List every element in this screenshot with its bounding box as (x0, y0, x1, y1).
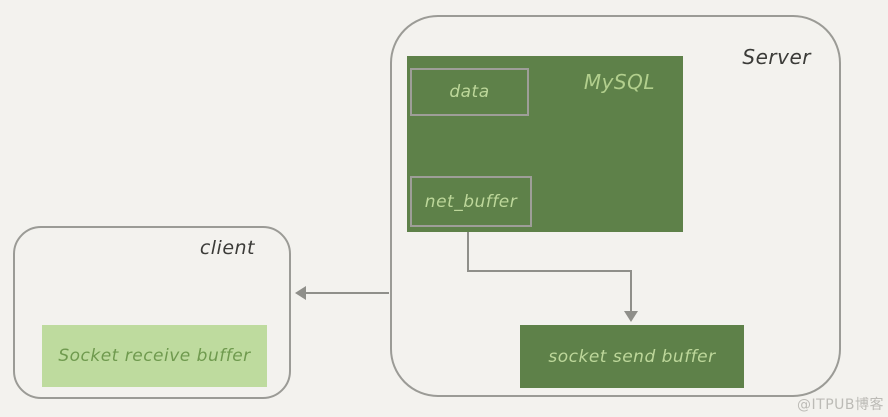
socket-send-buffer-node: socket send buffer (520, 325, 744, 388)
server-container: Server MySQL data net_buffer socket send… (390, 15, 841, 397)
client-container: client Socket receive buffer (13, 226, 291, 399)
client-label: client (199, 237, 255, 259)
watermark: @ITPUB博客 (797, 397, 884, 413)
mysql-label: MySQL (583, 70, 655, 94)
mysql-box: MySQL data net_buffer (407, 56, 683, 232)
net-buffer-node: net_buffer (410, 176, 532, 227)
data-node-label: data (449, 82, 490, 102)
arrow-server-to-client (295, 286, 389, 300)
net-buffer-node-label: net_buffer (424, 191, 518, 212)
socket-send-buffer-label: socket send buffer (548, 346, 716, 367)
data-node: data (410, 68, 529, 116)
socket-receive-buffer-label: Socket receive buffer (58, 346, 251, 366)
server-label: Server (742, 45, 811, 69)
socket-receive-buffer-node: Socket receive buffer (42, 325, 267, 387)
